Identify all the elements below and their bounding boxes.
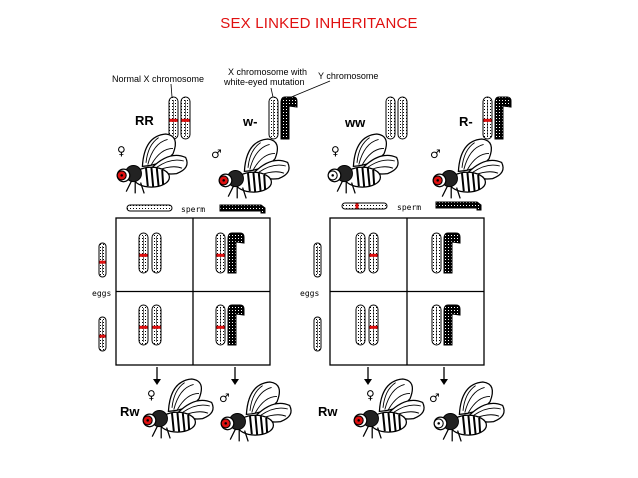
eggs-label-left: eggs [92, 289, 112, 298]
white-x-label-line2: white-eyed mutation [224, 77, 305, 87]
left-mother-genotype: RR [135, 113, 154, 128]
right-arrow-male [440, 367, 448, 385]
white-x-chromosome [268, 96, 279, 140]
right-cell3-x-a [355, 304, 366, 346]
page-title: SEX LINKED INHERITANCE [220, 15, 418, 32]
left-arrow-female [153, 367, 161, 385]
pointer-white-x [270, 87, 274, 98]
y-chromosome [280, 96, 298, 140]
right-offspring-male-fly-icon [433, 381, 505, 442]
left-sperm-y [219, 204, 266, 214]
right-mother-x-a [385, 96, 396, 140]
white-x-label-line1: X chromosome with [228, 67, 308, 77]
left-arrow-male [231, 367, 239, 385]
right-cell2-y [443, 232, 461, 274]
right-cell1-x-b [368, 232, 379, 274]
male-symbol-right-parent: ♂ [430, 147, 441, 161]
right-father-fly-icon [432, 138, 504, 199]
female-symbol-left-offspring: ♀ [147, 388, 156, 402]
sperm-label-left: sperm [181, 205, 206, 214]
right-cell4-x [431, 304, 442, 346]
eggs-label-right: eggs [300, 289, 320, 298]
left-cell3-x-b [151, 304, 162, 346]
right-offspring-female-fly-icon [353, 378, 425, 439]
left-offspring-female-fly-icon [142, 378, 214, 439]
right-sperm-x [341, 202, 388, 210]
right-mother-x-b [397, 96, 408, 140]
female-symbol-right-offspring: ♀ [366, 388, 375, 402]
left-cell4-x [215, 304, 226, 346]
right-egg-1 [313, 242, 322, 278]
right-cell4-y [443, 304, 461, 346]
pointer-normal-x [170, 83, 173, 98]
right-arrow-female [364, 367, 372, 385]
left-cell2-y [227, 232, 245, 274]
normal-x-chromosome-b [180, 96, 191, 140]
left-cell4-y [227, 304, 245, 346]
male-symbol-left-parent: ♂ [211, 147, 222, 161]
right-cell1-x-a [355, 232, 366, 274]
left-offspring-male-fly-icon [220, 381, 292, 442]
left-cell1-x-b [151, 232, 162, 274]
left-egg-2 [98, 316, 107, 352]
female-symbol-right-parent: ♀ [331, 144, 340, 158]
left-egg-1 [98, 242, 107, 278]
right-father-genotype: R- [459, 114, 473, 129]
pointer-y [288, 80, 331, 99]
right-cell3-x-b [368, 304, 379, 346]
female-symbol-left-parent: ♀ [117, 144, 126, 158]
male-symbol-left-offspring: ♂ [219, 391, 230, 405]
left-sperm-x [126, 204, 173, 212]
male-symbol-right-offspring: ♂ [429, 391, 440, 405]
left-offspring-female-genotype: Rw [120, 404, 140, 419]
y-chromosome-label: Y chromosome [318, 71, 379, 81]
right-mother-genotype: ww [345, 115, 366, 130]
right-offspring-female-genotype: Rw [318, 404, 338, 419]
sperm-label-right: sperm [397, 203, 422, 212]
left-father-fly-icon [218, 138, 290, 199]
right-cell2-x [431, 232, 442, 274]
left-cell2-x [215, 232, 226, 274]
right-father-y [494, 96, 512, 140]
right-sperm-y [435, 201, 482, 211]
left-cell1-x-a [138, 232, 149, 274]
right-mother-fly-icon [327, 133, 399, 194]
normal-x-label: Normal X chromosome [112, 74, 205, 84]
left-mother-fly [116, 133, 188, 194]
right-father-x [482, 96, 493, 140]
left-cell3-x-a [138, 304, 149, 346]
right-egg-2 [313, 316, 322, 352]
normal-x-chromosome-a [168, 96, 179, 140]
left-father-genotype: w- [243, 114, 258, 129]
